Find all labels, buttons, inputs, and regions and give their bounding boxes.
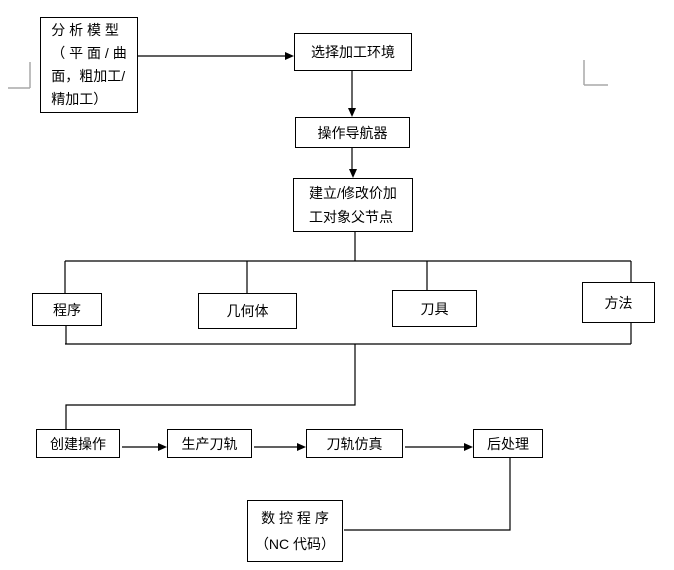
node-label: 程序 [53,301,81,318]
node-generate-toolpath: 生产刀轨 [167,429,252,458]
node-select-environment: 选择加工环境 [294,33,412,71]
node-label: 后处理 [487,435,529,452]
arrowhead-down-icon [348,108,356,117]
node-program: 程序 [32,293,102,326]
node-label: 生产刀轨 [181,435,238,452]
node-label: 几何体 [226,303,269,319]
connector-bus-to-create-operation [65,344,356,429]
node-geometry: 几何体 [198,293,297,329]
node-post-processing: 后处理 [473,429,543,458]
arrowhead-right-icon [297,443,306,451]
margin-mark-left-icon [8,62,31,89]
node-label: 刀轨仿真 [326,435,383,452]
node-label: 创建操作 [50,435,106,452]
node-label: 刀具 [420,300,449,317]
arrowhead-right-icon [158,443,167,451]
node-tool: 刀具 [392,290,477,327]
node-operation-navigator: 操作导航器 [295,117,410,148]
margin-mark-right-icon [583,60,608,86]
node-toolpath-simulation: 刀轨仿真 [306,429,403,458]
node-nc-program: 数 控 程 序 （NC 代码） [247,500,343,562]
node-label: 分 析 模 型 （ 平 面 / 曲 面，粗加工/ 精加工） [51,22,127,107]
arrowhead-right-icon [285,52,294,60]
connector-post-to-ncprogram [344,458,511,531]
node-label: 操作导航器 [317,124,388,141]
node-create-operation: 创建操作 [36,429,120,458]
node-label: 建立/修改价加 工对象父节点 [309,185,397,225]
node-label: 选择加工环境 [311,44,395,60]
node-analyze-model: 分 析 模 型 （ 平 面 / 曲 面，粗加工/ 精加工） [40,17,138,113]
arrowhead-right-icon [464,443,473,451]
node-label: 方法 [604,294,633,311]
node-method: 方法 [582,282,655,323]
arrowhead-down-icon [349,169,357,178]
node-label: 数 控 程 序 （NC 代码） [254,510,336,552]
node-create-modify-parent-node: 建立/修改价加 工对象父节点 [293,178,413,232]
